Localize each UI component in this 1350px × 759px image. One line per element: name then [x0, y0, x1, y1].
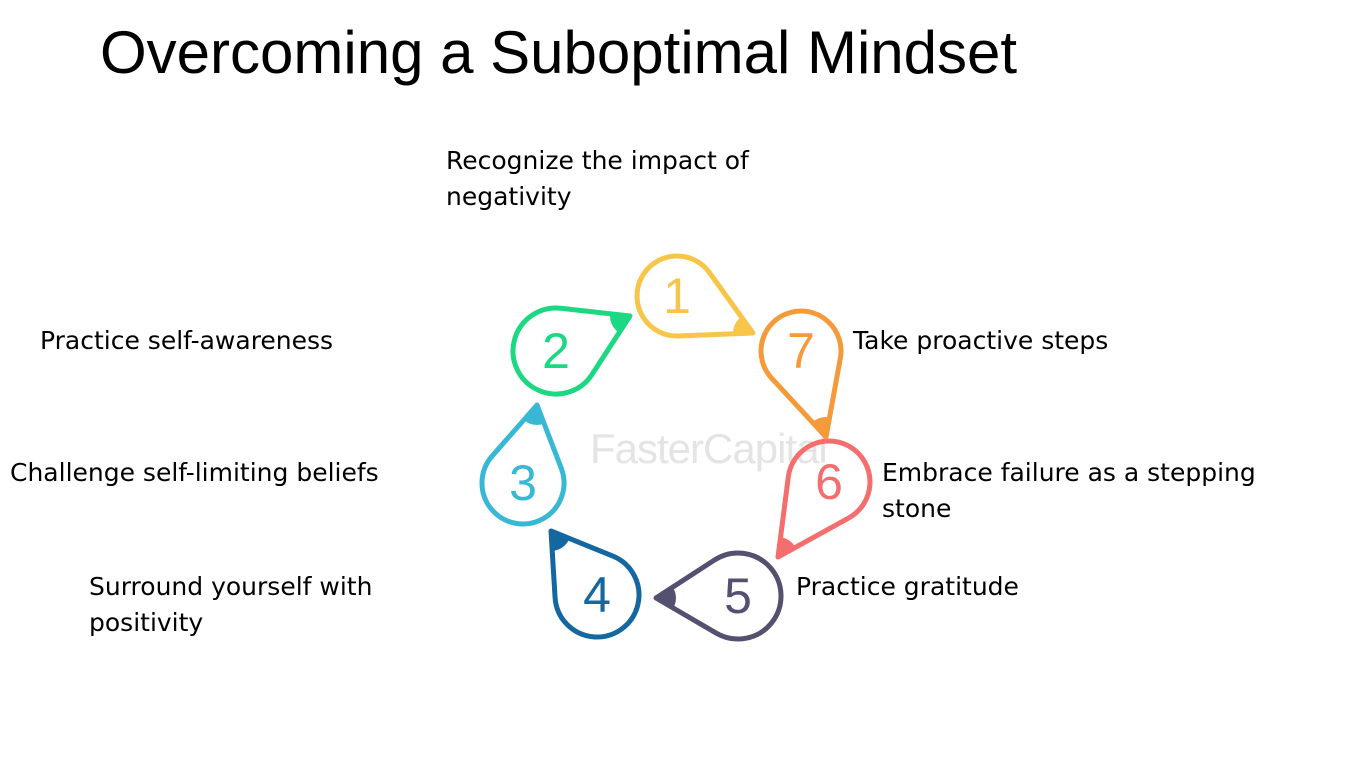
drop-outline — [758, 308, 844, 440]
drop-outline — [548, 528, 642, 640]
step-1-label: Recognize the impact of negativity — [446, 146, 749, 211]
step-number: 7 — [787, 323, 815, 379]
drop-outline — [634, 253, 756, 339]
drop-outline — [479, 402, 567, 527]
watermark: FasterCapital — [590, 425, 828, 472]
drop-tip-fill — [551, 531, 571, 551]
step-3-label: Challenge self-limiting beliefs — [10, 458, 379, 487]
step-5-label: Practice gratitude — [796, 572, 1019, 601]
drop-tip-fill — [610, 307, 630, 336]
drop-tip-fill — [778, 537, 798, 557]
step-2-drop: 2 — [510, 305, 633, 397]
step-2-label: Practice self-awareness — [40, 326, 334, 355]
step-number: 2 — [542, 323, 570, 379]
step-number: 5 — [724, 568, 752, 624]
step-7-label: Take proactive steps — [853, 326, 1109, 355]
step-3-drop: 3 — [479, 402, 567, 527]
step-6-label: Embrace failure as a stepping stone — [882, 458, 1256, 523]
step-7-drop: 7 — [758, 308, 844, 440]
step-number: 3 — [509, 455, 537, 511]
step-1-drop: 1 — [634, 253, 756, 339]
step-number: 4 — [583, 567, 611, 623]
drop-outline — [653, 550, 784, 642]
step-4-drop: 4 — [548, 528, 642, 640]
page-title: Overcoming a Suboptimal Mindset — [100, 19, 1018, 86]
step-number: 1 — [663, 268, 691, 324]
drop-outline — [510, 305, 633, 397]
step-number: 6 — [815, 454, 843, 510]
drop-outline — [775, 438, 873, 560]
step-4-label: Surround yourself with positivity — [89, 572, 373, 637]
step-5-drop: 5 — [653, 550, 784, 642]
step-6-drop: 6 — [775, 438, 873, 560]
